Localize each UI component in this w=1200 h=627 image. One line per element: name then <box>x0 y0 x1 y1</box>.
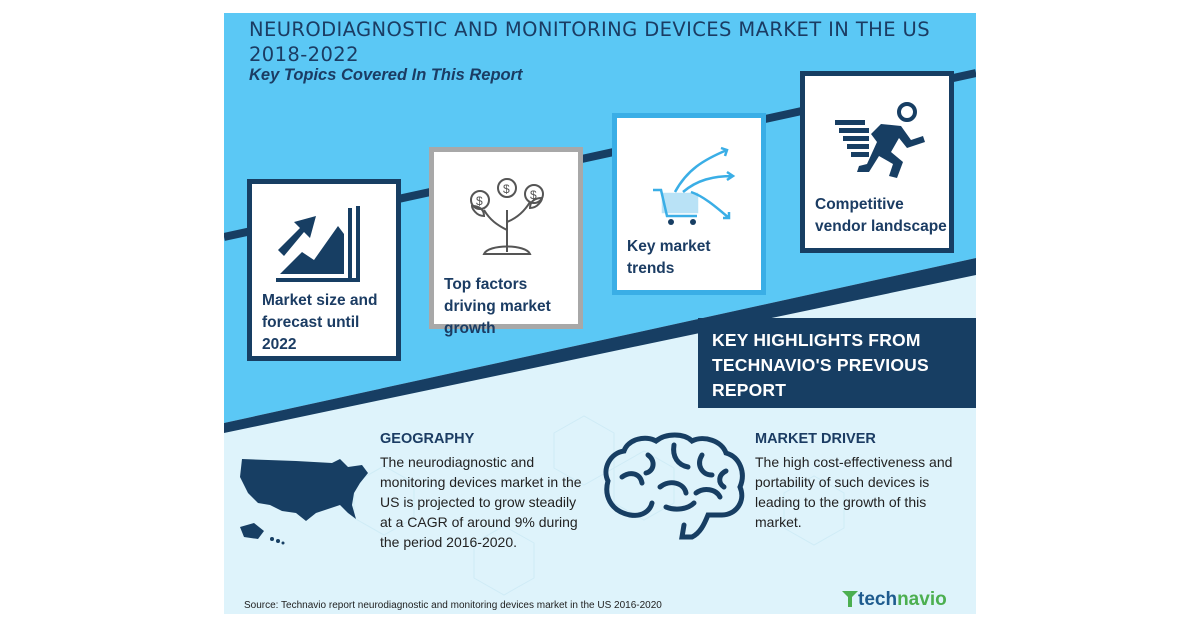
technavio-logo-mark <box>842 591 858 607</box>
geography-line: US is projected to grow steadily <box>380 494 577 510</box>
card-label-line: driving market <box>444 298 551 315</box>
svg-text:$: $ <box>503 182 510 196</box>
key-highlights-box: KEY HIGHLIGHTS FROM TECHNAVIO'S PREVIOUS… <box>698 318 976 408</box>
technavio-logo: technavio <box>842 589 947 611</box>
card-label-line: trends <box>627 260 675 277</box>
brain-icon <box>603 432 745 540</box>
technavio-logo-text-navio: navio <box>897 589 947 610</box>
market-driver-line: market. <box>755 514 802 530</box>
market-driver-line: portability of such devices is <box>755 474 930 490</box>
infographic: NEURODIAGNOSTIC AND MONITORING DEVICES M… <box>224 13 976 614</box>
us-map-icon <box>240 459 368 545</box>
growth-chart-icon <box>276 206 360 282</box>
card-label-line: Key market <box>627 238 711 255</box>
key-highlights-line: REPORT <box>712 380 787 400</box>
card-vendor-landscape: Competitive vendor landscape <box>800 71 954 253</box>
geography-line: The neurodiagnostic and <box>380 454 535 470</box>
card-label-line: Competitive <box>815 196 904 213</box>
shopping-cart-trends-icon <box>653 146 736 225</box>
running-man-icon <box>835 102 925 178</box>
card-label-line: 2022 <box>262 336 297 353</box>
card-growth-factors: $ $ $ Top factors driving market growth <box>429 147 583 337</box>
geography-line: the period 2016-2020. <box>380 534 517 550</box>
geography-line: at a CAGR of around 9% during <box>380 514 578 530</box>
market-driver-line: The high cost-effectiveness and <box>755 454 953 470</box>
svg-text:$: $ <box>476 194 483 208</box>
page-subtitle: Key Topics Covered In This Report <box>249 66 523 84</box>
card-label-line: Market size and <box>262 292 378 309</box>
geography-heading: GEOGRAPHY <box>380 431 475 447</box>
page-title: NEURODIAGNOSTIC AND MONITORING DEVICES M… <box>249 18 931 66</box>
market-driver-text: The high cost-effectiveness and portabil… <box>755 452 952 532</box>
source-note: Source: Technavio report neurodiagnostic… <box>244 600 662 611</box>
svg-text:$: $ <box>530 188 537 202</box>
geography-line: monitoring devices market in the <box>380 474 582 490</box>
key-highlights-line: KEY HIGHLIGHTS FROM <box>712 330 921 350</box>
card-market-trends: Key market trends <box>612 113 766 295</box>
card-label-line: Top factors <box>444 276 528 293</box>
market-driver-line: leading to the growth of this <box>755 494 927 510</box>
geography-text: The neurodiagnostic and monitoring devic… <box>380 452 582 552</box>
card-label-line: forecast until <box>262 314 360 331</box>
card-label-line: vendor landscape <box>815 218 947 235</box>
card-market-size: Market size and forecast until 2022 <box>247 179 401 361</box>
key-highlights-line: TECHNAVIO'S PREVIOUS <box>712 355 929 375</box>
card-label-line: growth <box>444 320 496 337</box>
market-driver-heading: MARKET DRIVER <box>755 431 876 447</box>
money-plant-icon: $ $ $ <box>470 178 544 255</box>
technavio-logo-text-tech: tech <box>858 589 898 610</box>
